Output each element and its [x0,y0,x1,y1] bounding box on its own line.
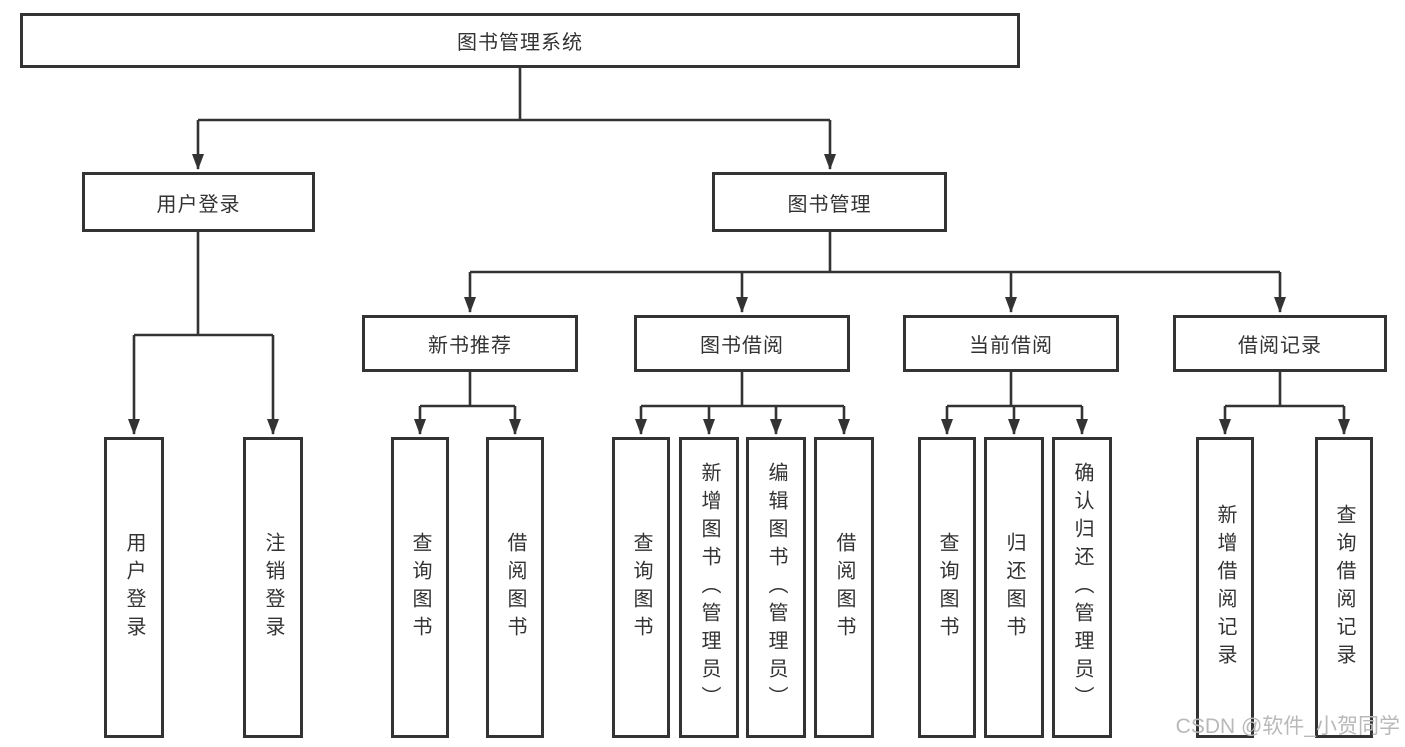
node-leaf-confirm-return-admin: 确认归还（管理员） [1052,437,1112,738]
node-leaf-user-login: 用户登录 [104,437,164,738]
node-leaf-query-books-current: 查询图书 [918,437,976,738]
node-leaf-add-borrow-record: 新增借阅记录 [1196,437,1254,738]
leaf-label: 新增图书（管理员） [698,461,720,714]
leaf-label: 新增借阅记录 [1214,503,1236,672]
node-leaf-query-borrow-record: 查询借阅记录 [1315,437,1373,738]
node-current-borrowing: 当前借阅 [903,315,1119,372]
node-borrowing-records: 借阅记录 [1173,315,1387,372]
node-book-borrowing: 图书借阅 [634,315,850,372]
leaf-label: 查询借阅记录 [1333,503,1355,672]
node-new-book-recommendation: 新书推荐 [362,315,578,372]
node-user-login: 用户登录 [82,172,315,232]
node-leaf-borrow-books: 借阅图书 [814,437,874,738]
leaf-label: 借阅图书 [504,531,526,644]
leaf-label: 注销登录 [262,531,284,644]
node-leaf-query-books-recommend: 查询图书 [391,437,449,738]
leaf-label: 查询图书 [409,531,431,644]
leaf-label: 用户登录 [123,531,145,644]
leaf-label: 归还图书 [1003,531,1025,644]
node-leaf-logout: 注销登录 [243,437,303,738]
node-book-management: 图书管理 [712,172,947,232]
node-leaf-borrow-books-recommend: 借阅图书 [486,437,544,738]
node-leaf-query-books-borrowing: 查询图书 [612,437,670,738]
leaf-label: 借阅图书 [833,531,855,644]
leaf-label: 确认归还（管理员） [1071,461,1093,714]
csdn-watermark: CSDN @软件_小贺同学 [1175,715,1400,738]
leaf-label: 查询图书 [936,531,958,644]
node-library-management-system: 图书管理系统 [20,13,1020,68]
leaf-label: 查询图书 [630,531,652,644]
node-leaf-edit-books-admin: 编辑图书（管理员） [746,437,806,738]
node-leaf-return-books: 归还图书 [984,437,1044,738]
leaf-label: 编辑图书（管理员） [765,461,787,714]
node-leaf-add-books-admin: 新增图书（管理员） [679,437,739,738]
